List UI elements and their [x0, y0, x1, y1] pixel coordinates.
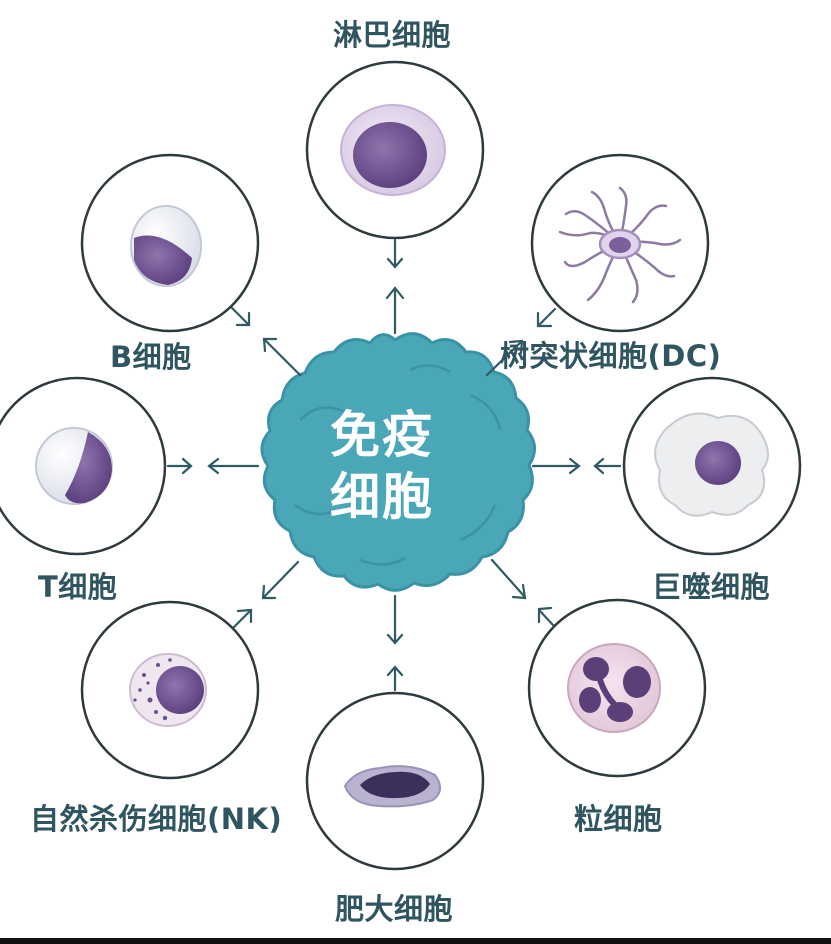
t-cell-illustration [35, 427, 113, 505]
label-t-cell: T细胞 [38, 570, 118, 604]
macrophage-illustration [654, 412, 769, 517]
b-cell-illustration [130, 205, 202, 287]
granulocyte-illustration [567, 643, 661, 733]
arrow-to-macrophage [531, 457, 622, 475]
arrow-to-lymphocyte [385, 238, 405, 335]
center-title-line1: 免疫 [330, 406, 434, 464]
label-mast: 肥大细胞 [335, 892, 454, 926]
label-macrophage: 巨噬细胞 [652, 570, 771, 604]
label-b-cell: B细胞 [110, 340, 192, 374]
center-title-line2: 细胞 [330, 468, 434, 526]
label-lymphocyte: 淋巴细胞 [333, 18, 452, 52]
arrow-to-dendritic [485, 307, 557, 377]
arrows [166, 238, 622, 692]
arrow-to-mast [386, 594, 404, 692]
immune-cell-blob [260, 332, 536, 592]
label-granulocyte: 粒细胞 [574, 802, 663, 836]
blob-texture [294, 364, 502, 566]
arrow-to-granulocyte [490, 558, 555, 627]
arrow-to-t-cell [166, 457, 260, 475]
arrow-to-b-cell [230, 306, 302, 377]
label-dendritic: 树突状细胞(DC) [500, 339, 722, 373]
nk-illustration [129, 653, 207, 727]
mast-illustration [343, 765, 441, 808]
arrow-to-nk [231, 560, 300, 630]
bottom-border [0, 938, 831, 944]
label-nk: 自然杀伤细胞(NK) [30, 802, 283, 836]
dendritic-illustration [558, 186, 682, 304]
blob-shape [260, 332, 536, 592]
lymphocyte-illustration [340, 104, 446, 196]
